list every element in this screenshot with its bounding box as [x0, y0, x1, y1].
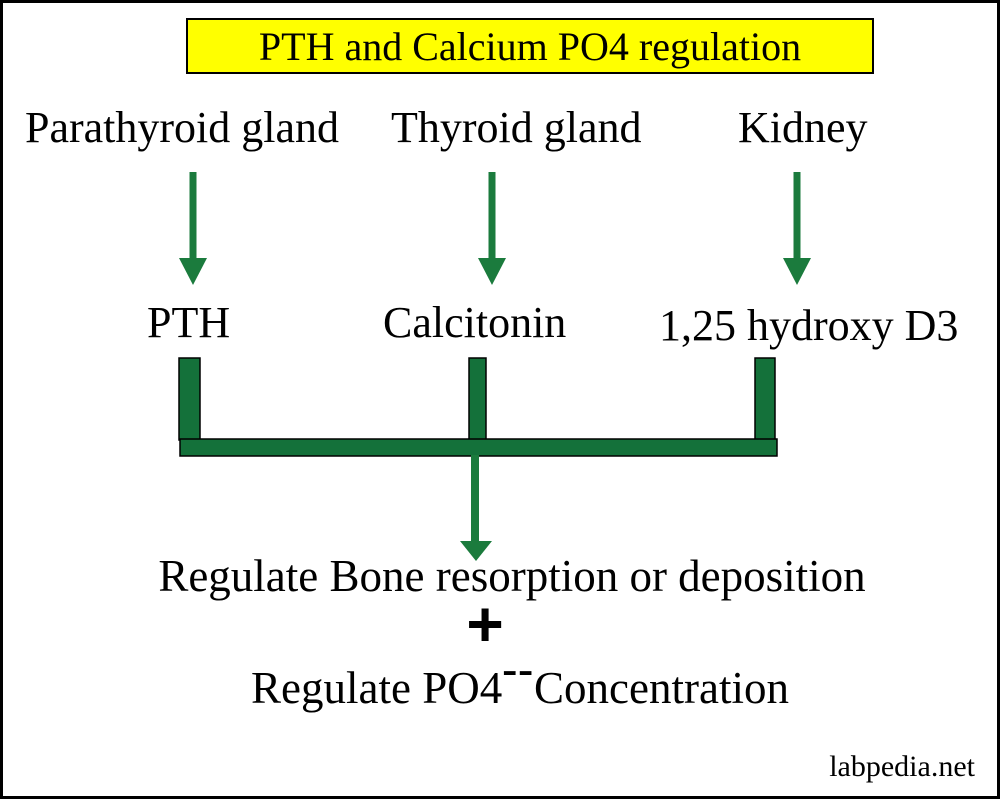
organ-label-parathyroid-gland: Parathyroid gland [25, 103, 340, 152]
hormone-label-hydroxy-d3: 1,25 hydroxy D3 [659, 301, 959, 350]
down-arrow-icon-kidney [783, 172, 811, 285]
plus-sign: + [466, 588, 504, 660]
outcome-bone-text: Regulate Bone resorption or deposition [158, 551, 866, 601]
hormone-label-pth: PTH [147, 298, 231, 347]
organ-label-thyroid-gland: Thyroid gland [391, 103, 642, 152]
merge-down-arrow-icon [460, 455, 492, 561]
bracket-bar-right [754, 357, 776, 441]
outcome-po4-prefix: Regulate PO4 [251, 663, 503, 713]
outcome-po4-suffix: Concentration [534, 663, 789, 713]
po4-charge-superscript: -- [502, 644, 535, 695]
down-arrow-icon-thyroid [478, 172, 506, 285]
down-arrow-icon-parathyroid [179, 172, 207, 285]
outcome-po4-text: Regulate PO4--Concentration [180, 644, 860, 715]
organ-label-kidney: Kidney [738, 103, 868, 152]
bracket-bar-horizontal [179, 438, 778, 457]
page-title: PTH and Calcium PO4 regulation [258, 23, 802, 69]
hormone-label-calcitonin: Calcitonin [383, 298, 567, 347]
watermark-text: labpedia.net [829, 750, 975, 783]
title-box: PTH and Calcium PO4 regulation [186, 18, 874, 74]
bracket-bar-left [178, 357, 201, 441]
bracket-bar-middle [468, 357, 487, 441]
